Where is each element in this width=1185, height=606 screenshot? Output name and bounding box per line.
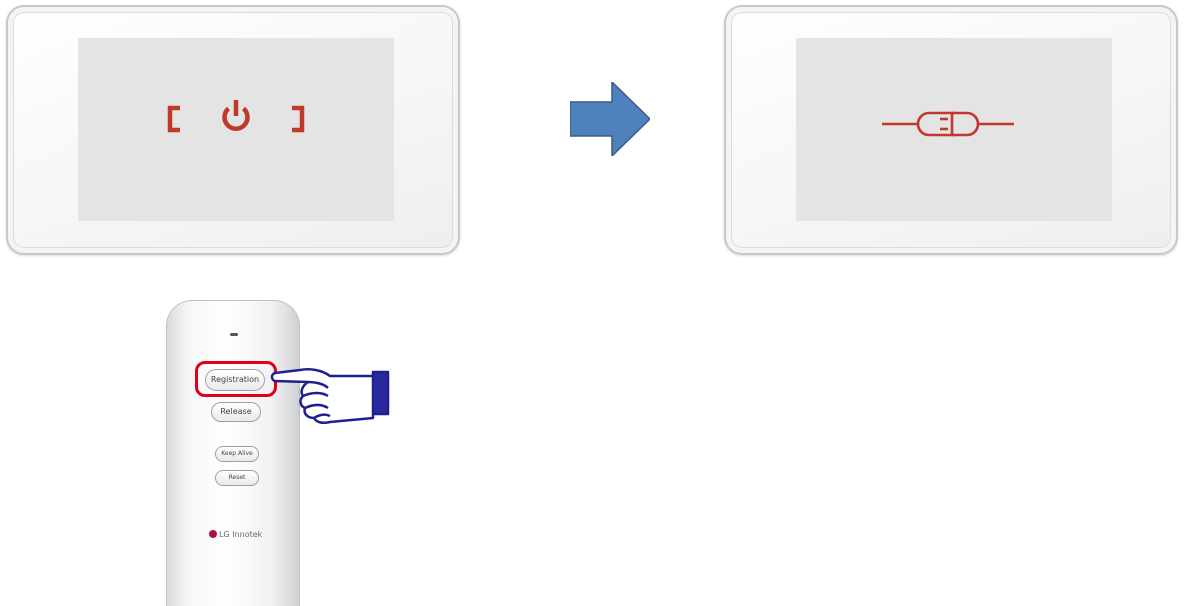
- remote-control: Registration Release Keep Alive Reset LG…: [166, 300, 300, 606]
- controller-screen: [796, 38, 1112, 221]
- right-arrow-icon: [570, 82, 650, 156]
- brand-text: LG Innotek: [219, 530, 262, 539]
- wall-controller-connected: [724, 5, 1178, 255]
- controller-screen: [78, 38, 394, 221]
- connected-plug-icon: [796, 38, 1112, 221]
- status-led: [230, 333, 238, 336]
- wall-controller-standby: [6, 5, 460, 255]
- brand-logo-icon: [209, 530, 217, 538]
- pointing-hand-icon: [270, 362, 396, 428]
- right-bracket: [292, 108, 302, 130]
- power-icon: [78, 38, 394, 221]
- reset-button[interactable]: Reset: [215, 470, 259, 486]
- highlight-ring: [195, 361, 277, 397]
- brand-label: LG Innotek: [209, 530, 262, 539]
- release-button[interactable]: Release: [211, 402, 261, 422]
- left-bracket: [170, 108, 180, 130]
- keep-alive-button[interactable]: Keep Alive: [215, 446, 259, 462]
